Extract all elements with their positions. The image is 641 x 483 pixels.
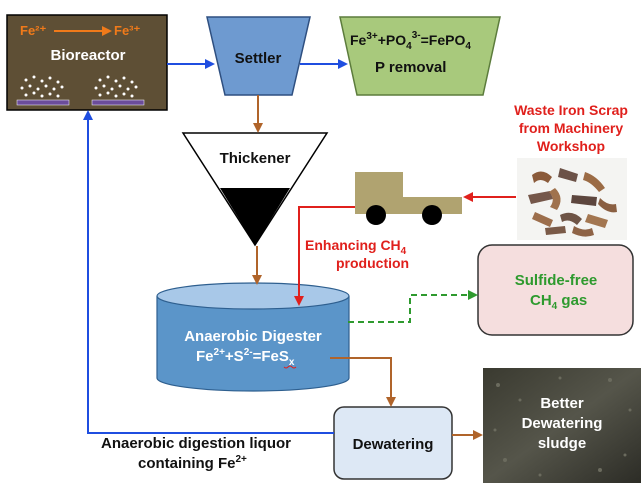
bioreactor-fe3-label: Fe³⁺ bbox=[114, 23, 141, 38]
arrow-truck-to-digester bbox=[294, 206, 355, 306]
liquor-line1: Anaerobic digestion liquor bbox=[101, 435, 291, 452]
waste-iron-line3: Workshop bbox=[537, 138, 605, 154]
digester-body bbox=[156, 296, 350, 392]
p-eq-po-sub: 4 bbox=[406, 41, 412, 52]
liquor-label-group: Anaerobic digestion liquor containing Fe… bbox=[101, 435, 291, 472]
sludge-line2: Dewatering bbox=[522, 415, 603, 432]
p-eq-po-sup: 3- bbox=[412, 30, 421, 41]
dig-eq-fe-sup: 2+ bbox=[214, 347, 226, 358]
bioreactor-diffuser-right bbox=[91, 99, 145, 106]
enhancing-line1: Enhancing CH4 bbox=[305, 237, 407, 257]
enhancing-ch: Enhancing CH bbox=[305, 237, 401, 253]
liquor-fe: containing Fe bbox=[138, 455, 236, 472]
gas-ch: CH bbox=[530, 292, 552, 309]
gas-line1: Sulfide-free bbox=[515, 272, 598, 289]
sludge-image bbox=[483, 368, 641, 483]
arrow-digester-to-gas bbox=[348, 290, 478, 323]
bioreactor-reaction-arrowhead bbox=[102, 26, 112, 36]
gas-line2: CH4 gas bbox=[530, 292, 587, 312]
bioreactor-diffuser-left bbox=[16, 99, 70, 106]
dig-eq-fe: Fe bbox=[196, 348, 214, 365]
gas-box bbox=[477, 244, 634, 336]
digester-label: Anaerobic Digester bbox=[184, 328, 322, 345]
dewatering-label: Dewatering bbox=[353, 436, 434, 453]
settler-node: Settler bbox=[206, 16, 311, 96]
settler-shape bbox=[206, 16, 311, 96]
liquor-fe-sup: 2+ bbox=[236, 454, 248, 465]
sludge-texture bbox=[493, 376, 632, 477]
bioreactor-bubbles-left bbox=[20, 75, 64, 98]
thickener-sludge bbox=[220, 188, 290, 245]
gas-word: gas bbox=[557, 292, 587, 309]
waste-iron-line1: Waste Iron Scrap bbox=[514, 102, 628, 118]
p-removal-label: P removal bbox=[375, 59, 446, 76]
p-eq-fe-sup: 3+ bbox=[366, 31, 378, 42]
p-eq-fe: Fe bbox=[350, 32, 367, 48]
p-removal-shape bbox=[339, 16, 501, 96]
settler-label: Settler bbox=[235, 50, 282, 67]
sludge-line1: Better bbox=[540, 395, 584, 412]
enhancing-ch-sub: 4 bbox=[401, 246, 407, 257]
waste-iron-node: Waste Iron Scrap from Machinery Workshop bbox=[514, 102, 628, 240]
sludge-line3: sludge bbox=[538, 435, 586, 452]
dewatering-node: Dewatering bbox=[333, 406, 453, 480]
waste-iron-line2: from Machinery bbox=[519, 120, 623, 136]
flow-arrows bbox=[83, 59, 516, 440]
arrow-dewatering-return-to-bioreactor bbox=[83, 110, 334, 434]
truck-icon bbox=[355, 172, 462, 225]
digester-node: Anaerobic Digester Fe2++S2-=FeSx bbox=[156, 282, 350, 392]
bioreactor-node: Fe²⁺ Fe³⁺ Bioreactor bbox=[6, 14, 168, 111]
arrow-digester-to-dewatering bbox=[330, 357, 396, 407]
dig-eq-fes-sub: x bbox=[289, 357, 295, 368]
p-removal-equation: Fe3++PO43-=FePO4 bbox=[350, 30, 471, 52]
iron-scrap-image bbox=[517, 158, 627, 240]
p-eq-fepo: =FePO bbox=[421, 32, 466, 48]
bioreactor-label: Bioreactor bbox=[50, 47, 125, 64]
bioreactor-fe2-label: Fe²⁺ bbox=[20, 23, 47, 38]
enhancing-line2: production bbox=[336, 255, 409, 271]
thickener-label: Thickener bbox=[220, 150, 291, 167]
p-eq-fepo-sub: 4 bbox=[465, 41, 471, 52]
digester-top bbox=[156, 282, 350, 310]
sludge-node: Better Dewatering sludge bbox=[483, 368, 641, 483]
dig-eq-s: +S bbox=[225, 348, 244, 365]
dig-eq-fes: =FeS bbox=[253, 348, 289, 365]
bioreactor-bubbles-right bbox=[94, 75, 138, 98]
p-eq-po: +PO bbox=[378, 32, 407, 48]
thickener-node: Thickener bbox=[181, 132, 329, 247]
dewatering-box bbox=[333, 406, 453, 480]
digester-equation: Fe2++S2-=FeSx bbox=[196, 347, 295, 368]
enhancing-label-group: Enhancing CH4 production bbox=[305, 237, 409, 271]
gas-ch-sub: 4 bbox=[552, 301, 558, 312]
gas-node: Sulfide-free CH4 gas bbox=[477, 244, 634, 336]
dig-eq-s-sup: 2- bbox=[244, 347, 253, 358]
digester-subscript-underline bbox=[283, 365, 297, 369]
p-removal-node: Fe3++PO43-=FePO4 P removal bbox=[339, 16, 501, 96]
liquor-line2: containing Fe2+ bbox=[138, 454, 247, 472]
